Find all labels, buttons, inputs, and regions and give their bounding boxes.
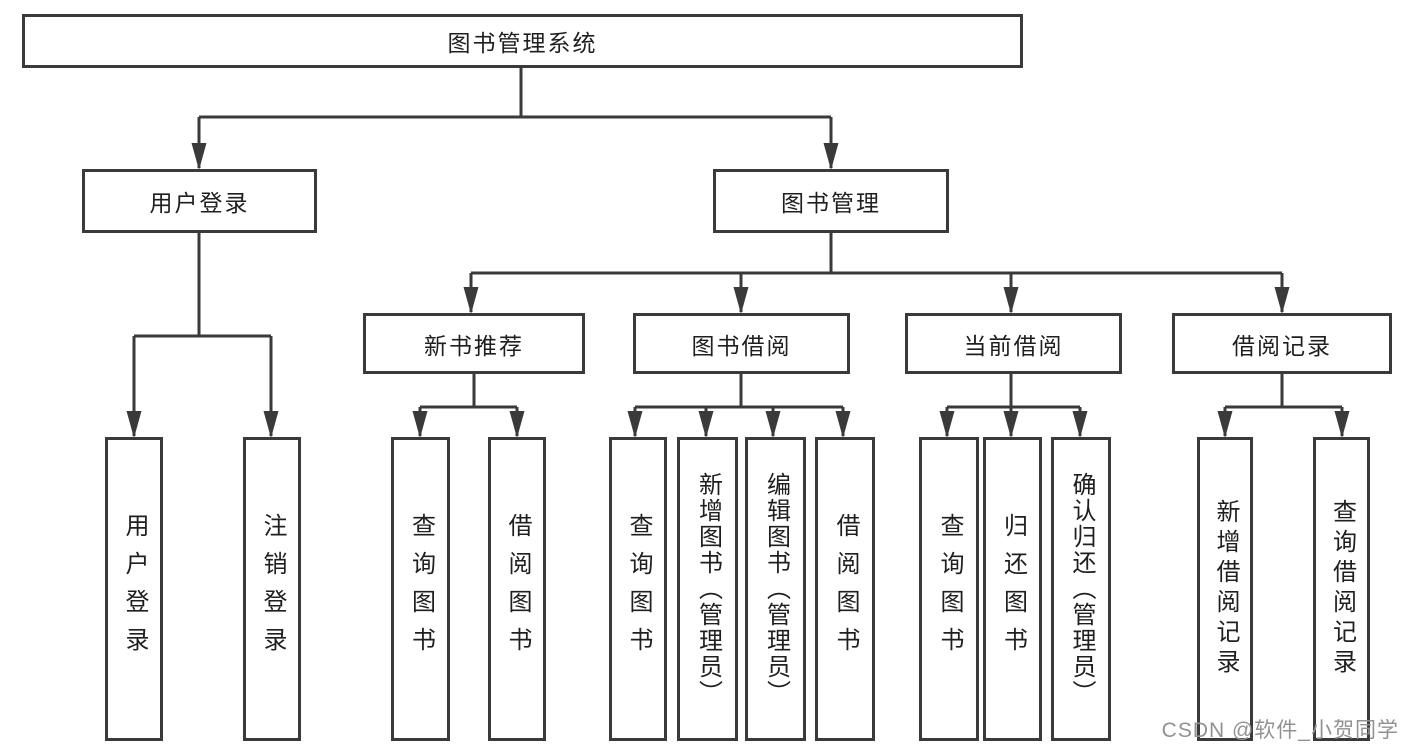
- connector-path: [132, 68, 1344, 436]
- arrowhead: [1274, 287, 1290, 314]
- arrowhead: [765, 411, 781, 438]
- arrowhead: [835, 411, 851, 438]
- leaf-logout: 注销登录: [243, 437, 301, 741]
- csdn-watermark: CSDN @软件_小贺同学: [1161, 719, 1399, 742]
- node-current-borrow: 当前借阅: [905, 313, 1122, 374]
- leaf-recommend-borrow-book: 借阅图书: [488, 437, 546, 741]
- arrowhead: [627, 411, 643, 438]
- node-user-login: 用户登录: [82, 169, 317, 233]
- node-book-management: 图书管理: [713, 169, 949, 233]
- leaf-return-book: 归还图书: [983, 437, 1042, 741]
- leaf-confirm-return-admin: 确认归还（管理员）: [1051, 437, 1111, 741]
- leaf-borrow-query-book: 查询图书: [609, 437, 667, 741]
- arrowhead: [412, 411, 428, 438]
- node-book-borrow: 图书借阅: [633, 313, 850, 374]
- arrowhead: [463, 287, 479, 314]
- arrowheads: [126, 143, 1350, 438]
- arrowhead: [1217, 411, 1233, 438]
- arrowhead: [1003, 411, 1019, 438]
- node-root: 图书管理系统: [22, 14, 1023, 68]
- arrowhead: [1072, 411, 1088, 438]
- arrowhead: [733, 287, 749, 314]
- arrowhead: [939, 411, 955, 438]
- arrowhead: [263, 411, 279, 438]
- leaf-current-query-book: 查询图书: [919, 437, 979, 741]
- leaf-add-book-admin: 新增图书（管理员）: [677, 437, 738, 741]
- leaf-borrow-borrow-book: 借阅图书: [815, 437, 875, 741]
- arrowhead: [126, 411, 142, 438]
- leaf-recommend-query-book: 查询图书: [391, 437, 450, 741]
- arrowhead: [823, 143, 839, 170]
- leaf-query-borrow-record: 查询借阅记录: [1313, 437, 1370, 741]
- arrowhead: [1334, 411, 1350, 438]
- arrowhead: [698, 411, 714, 438]
- leaf-user-login: 用户登录: [105, 437, 163, 741]
- leaf-edit-book-admin: 编辑图书（管理员）: [745, 437, 806, 741]
- arrowhead: [509, 411, 525, 438]
- leaf-add-borrow-record: 新增借阅记录: [1197, 437, 1253, 741]
- arrowhead: [1003, 287, 1019, 314]
- node-new-book-recommend: 新书推荐: [363, 313, 585, 374]
- arrowhead: [191, 143, 207, 170]
- node-borrow-record: 借阅记录: [1172, 313, 1392, 374]
